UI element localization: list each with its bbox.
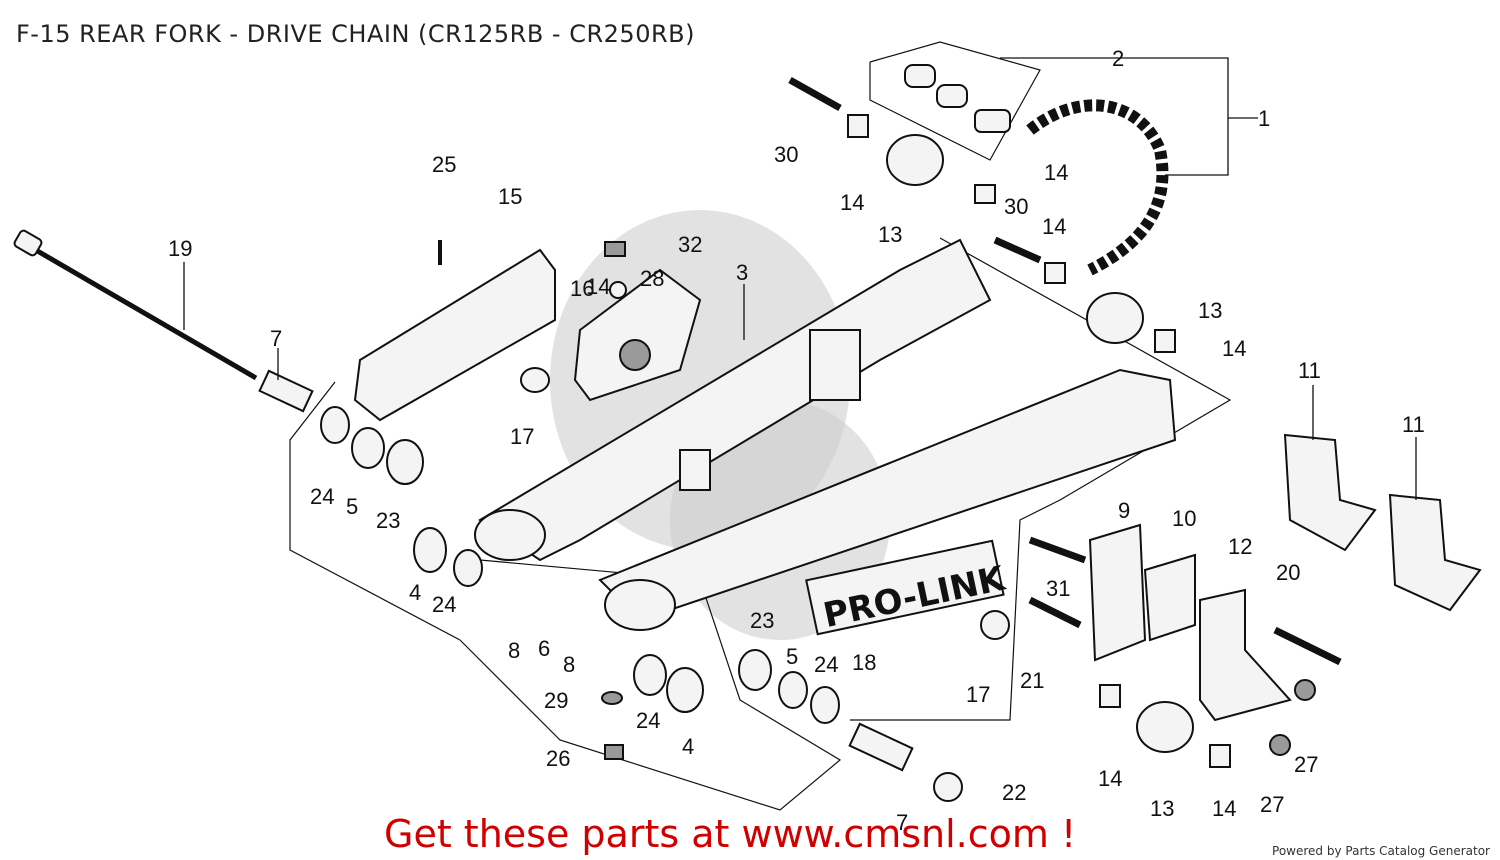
spacer-14-e[interactable] [1099, 684, 1121, 708]
spacer-14-d[interactable] [1154, 329, 1176, 353]
collar-17-lower[interactable] [980, 610, 1010, 640]
callout-label: 20 [1276, 560, 1300, 585]
plate-10[interactable] [1143, 553, 1196, 642]
chain-links-2[interactable] [904, 64, 1011, 133]
bolt-30-top[interactable] [788, 76, 842, 112]
callout-label: 9 [1118, 498, 1130, 523]
callout-label: 8 [563, 652, 575, 677]
callout-label: 24 [432, 592, 456, 617]
rear-axle[interactable] [13, 229, 258, 381]
callout-label: 13 [878, 222, 902, 247]
chain-slider[interactable] [573, 268, 702, 402]
callout-label: 14 [1212, 796, 1236, 821]
callout-label: 10 [1172, 506, 1196, 531]
callout-label: 6 [538, 636, 550, 661]
callout-label: 15 [498, 184, 522, 209]
collar-17[interactable] [520, 367, 550, 393]
callout-label: 29 [544, 688, 568, 713]
callout-label: 7 [270, 326, 282, 351]
bearing-set-right[interactable] [633, 649, 840, 724]
callout-label: 4 [682, 734, 694, 759]
washer-28[interactable] [609, 281, 627, 299]
callout-label: 2 [1112, 46, 1124, 71]
spacer-14-c[interactable] [1044, 262, 1066, 284]
callout-label: 4 [409, 580, 421, 605]
spacer-14-b[interactable] [974, 184, 996, 204]
callout-label: 32 [678, 232, 702, 257]
bearing-set-left[interactable] [320, 406, 483, 587]
nut-26[interactable] [604, 744, 624, 760]
callout-label: 26 [546, 746, 570, 771]
callout-label: 7 [896, 810, 908, 835]
guard-11-right[interactable] [1388, 493, 1482, 612]
callout-label: 30 [774, 142, 798, 167]
callout-label: 24 [636, 708, 660, 733]
callout-label: 31 [1046, 576, 1070, 601]
page-title: F-15 REAR FORK - DRIVE CHAIN (CR125RB - … [16, 20, 695, 48]
spacer-14-a[interactable] [847, 114, 869, 138]
swingarm[interactable]: PRO-LINK [474, 238, 1177, 636]
callout-label: 14 [1042, 214, 1066, 239]
plate-9[interactable] [1088, 523, 1147, 662]
callout-label: 25 [432, 152, 456, 177]
callout-label: 23 [750, 608, 774, 633]
callout-label: 27 [1260, 792, 1284, 817]
callout-label: 16 [570, 276, 594, 301]
callout-label: 17 [510, 424, 534, 449]
callout-label: 5 [786, 644, 798, 669]
nut-27-a[interactable] [1269, 734, 1291, 756]
callout-label: 13 [1198, 298, 1222, 323]
chain-guide[interactable] [353, 248, 556, 422]
bushing-7-lower[interactable] [848, 722, 914, 772]
callout-labels: 1 2 3 4 4 5 5 6 7 7 8 8 9 10 11 11 12 13… [168, 46, 1425, 835]
callout-label: 13 [1150, 796, 1174, 821]
callout-label: 27 [1294, 752, 1318, 777]
callout-label: 22 [1002, 780, 1026, 805]
roller-middle[interactable] [1086, 292, 1144, 344]
callout-label: 14 [840, 190, 864, 215]
bolt-30-mid[interactable] [993, 236, 1042, 264]
callout-label: 18 [852, 650, 876, 675]
callout-label: 30 [1004, 194, 1028, 219]
drive-chain[interactable] [1026, 99, 1169, 276]
callout-label: 23 [376, 508, 400, 533]
bolt-21[interactable] [1028, 596, 1082, 629]
callout-label: 24 [814, 652, 838, 677]
callout-label: 14 [1098, 766, 1122, 791]
plate-12[interactable] [1199, 588, 1292, 722]
roller-upper[interactable] [886, 134, 944, 186]
bolt-32[interactable] [604, 241, 626, 257]
washer-29[interactable] [601, 691, 623, 705]
callout-label: 17 [966, 682, 990, 707]
guard-11-left[interactable] [1283, 433, 1377, 552]
bushing-7-upper[interactable] [258, 369, 314, 413]
callout-label: 8 [508, 638, 520, 663]
leader-lines [183, 57, 1417, 500]
callout-label: 28 [640, 266, 664, 291]
callout-label: 11 [1298, 358, 1321, 383]
nut-22[interactable] [933, 772, 963, 802]
bolt-20[interactable] [1273, 626, 1342, 666]
roller-lower[interactable] [1136, 701, 1194, 753]
callout-label: 1 [1258, 106, 1270, 131]
callout-label: 14 [586, 274, 610, 299]
callout-label: 19 [168, 236, 192, 261]
callout-label: 3 [736, 260, 748, 285]
callout-label: 21 [1020, 668, 1044, 693]
callout-label: 14 [1044, 160, 1068, 185]
spacer-14-f[interactable] [1209, 744, 1231, 768]
callout-label: 12 [1228, 534, 1252, 559]
nut-27-b[interactable] [1294, 679, 1316, 701]
bolt-31[interactable] [1028, 536, 1087, 564]
callout-label: 14 [1222, 336, 1246, 361]
callout-label: 24 [310, 484, 334, 509]
footer-credit: Powered by Parts Catalog Generator [1272, 844, 1490, 858]
callout-label: 5 [346, 494, 358, 519]
cta-link[interactable]: Get these parts at www.cmsnl.com ! [384, 812, 1077, 856]
callout-label: 11 [1402, 412, 1425, 437]
